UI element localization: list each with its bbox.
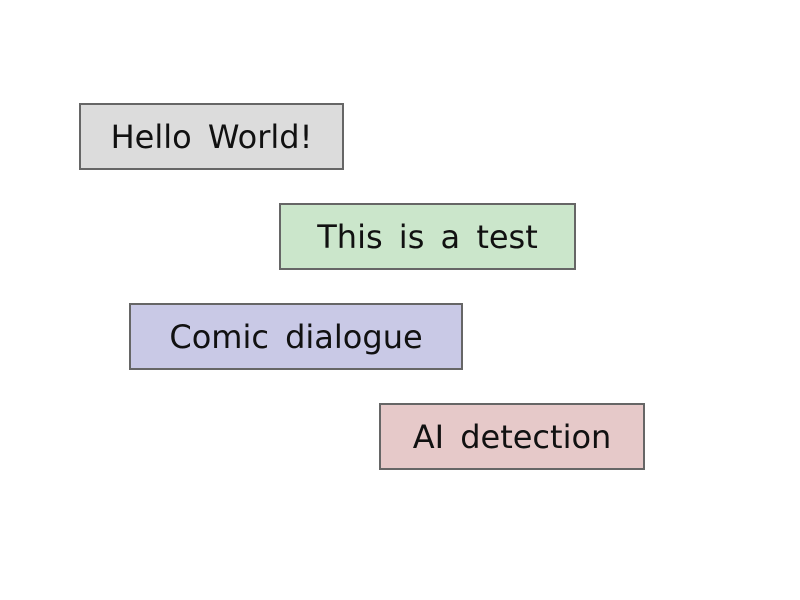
- label-box-comic-dialogue: Comic dialogue: [129, 303, 463, 370]
- label-box-ai-detection: AI detection: [379, 403, 645, 470]
- label-box-hello-world: Hello World!: [79, 103, 344, 170]
- label-box-this-is-a-test: This is a test: [279, 203, 576, 270]
